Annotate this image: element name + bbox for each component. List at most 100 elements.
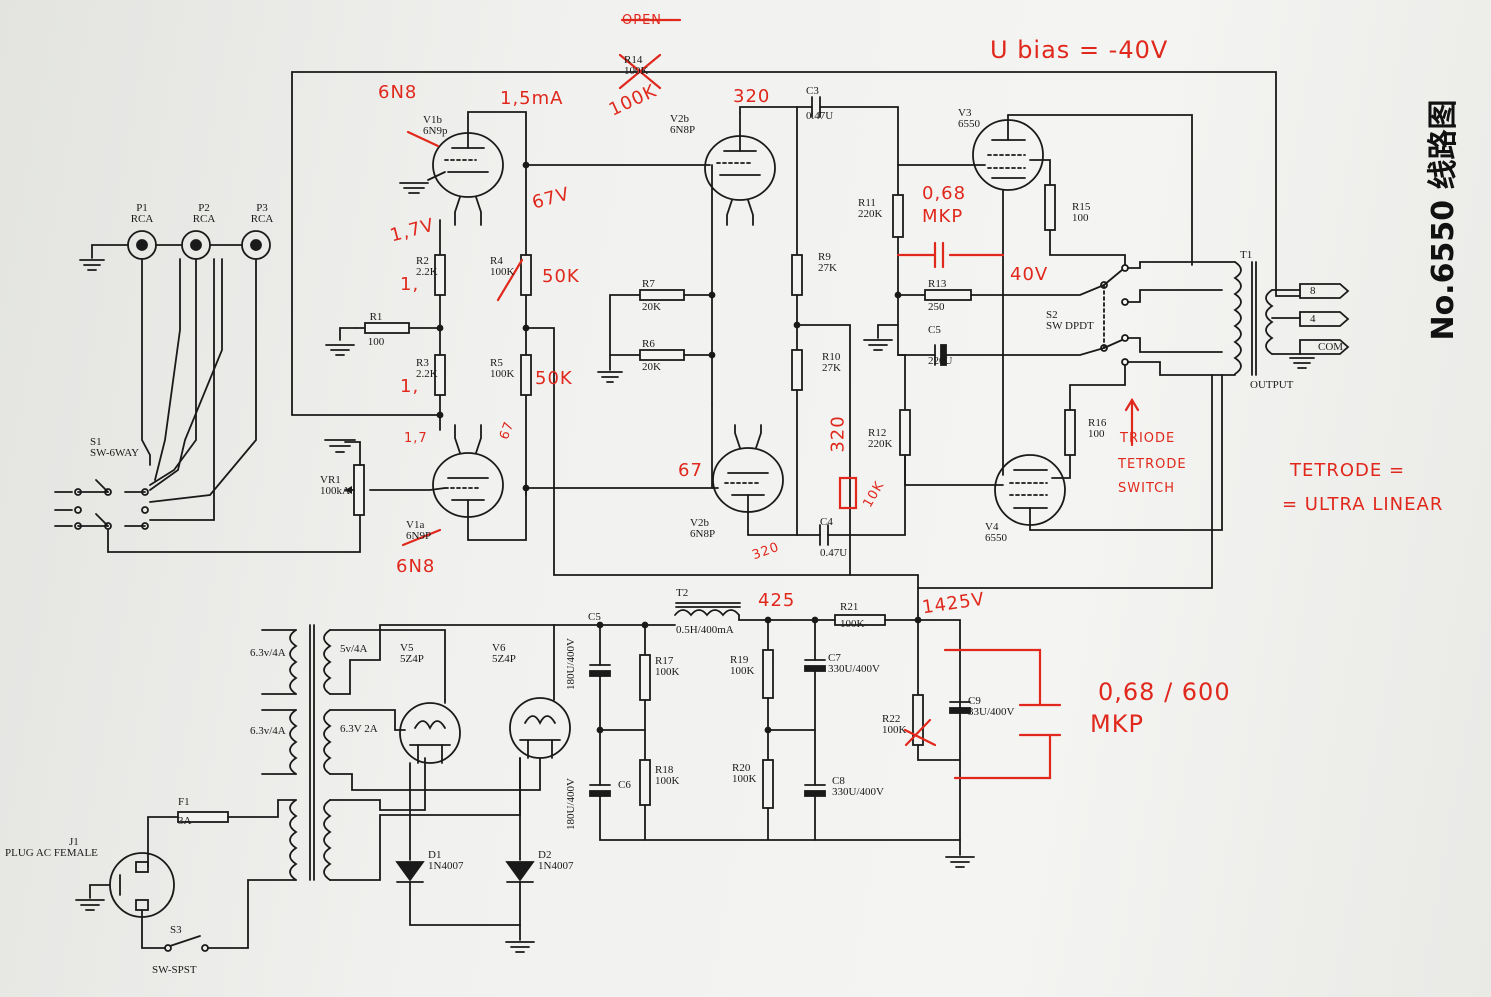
diode-d2	[505, 861, 535, 883]
note-cap-value: 0,68 / 600	[1098, 678, 1231, 706]
ground-symbol-output	[1289, 357, 1315, 369]
ground-symbol-supply	[945, 856, 975, 868]
note-1-7: 1,7	[404, 431, 428, 446]
capacitor-c9	[949, 701, 971, 714]
resistor-r12	[899, 409, 911, 456]
note-current: 1,5mA	[500, 88, 564, 109]
label-t2: T2	[676, 587, 689, 599]
note-mkp-small: MKP	[922, 206, 964, 227]
note-0-68: 0,68	[922, 183, 967, 204]
capacitor-c8	[804, 784, 826, 797]
note-40v: 40V	[1010, 264, 1049, 285]
rca-jack-p1	[127, 230, 157, 260]
resistor-r11	[892, 194, 904, 238]
tube-v4	[994, 454, 1066, 531]
ground-symbol-v1b	[399, 182, 429, 194]
note-425: 425	[758, 590, 796, 611]
note-r3-1: 1,	[400, 376, 420, 397]
note-6n8-top: 6N8	[378, 82, 418, 103]
note-320-mid: 320	[827, 415, 849, 453]
resistor-r5	[520, 354, 532, 396]
selector-switch-s1	[54, 479, 149, 530]
note-tetrode-eq: TETRODE =	[1290, 460, 1406, 481]
transformer-mains	[289, 624, 332, 881]
rca-jack-p3	[241, 230, 271, 260]
note-ultra-linear: = ULTRA LINEAR	[1282, 494, 1444, 515]
note-ubias: U bias = -40V	[990, 36, 1169, 64]
note-open: OPEN	[622, 13, 663, 28]
tube-v1b	[432, 117, 504, 226]
rca-jack-p2	[181, 230, 211, 260]
label-tap-4: 4	[1310, 313, 1316, 325]
label-t1: T1	[1240, 249, 1253, 261]
resistor-r4	[520, 254, 532, 296]
switch-s2	[1100, 264, 1129, 366]
label-heater-1: 6.3v/4A	[250, 647, 286, 659]
note-switch: SWITCH	[1118, 481, 1175, 496]
ground-symbol-c5	[863, 339, 893, 351]
label-heater-2: 6.3v/4A	[250, 725, 286, 737]
note-320-top: 320	[733, 86, 771, 107]
tube-v3	[972, 114, 1044, 191]
label-c6-rating: 180U/400V	[565, 778, 577, 830]
resistor-r18	[639, 759, 651, 806]
resistor-r17	[639, 654, 651, 701]
capacitor-c7	[804, 659, 826, 672]
tube-v1a	[432, 424, 504, 541]
note-mkp-big: MKP	[1090, 710, 1144, 738]
label-s3-type: SW-SPST	[152, 964, 197, 976]
label-s3: S3	[170, 924, 182, 936]
resistor-r10	[791, 349, 803, 391]
label-5v: 5v/4A	[340, 643, 368, 655]
note-triode: TRIODE	[1120, 431, 1176, 446]
output-tap-4	[1299, 311, 1350, 327]
rectifier-v5	[399, 702, 461, 764]
note-r2-1: 1,	[400, 274, 420, 295]
note-50k-a: 50K	[542, 266, 580, 287]
output-tap-com	[1299, 339, 1350, 355]
resistor-r16	[1064, 409, 1076, 456]
ground-symbol-r6	[597, 371, 623, 383]
ground-symbol-input	[79, 259, 105, 271]
output-tap-8	[1299, 283, 1350, 299]
ground-symbol-diodes	[505, 941, 535, 953]
ground-symbol-mains	[75, 899, 105, 911]
capacitor-c5-filter	[589, 664, 611, 677]
capacitor-c6	[589, 784, 611, 797]
resistor-r15	[1044, 184, 1056, 231]
note-tetrode: TETRODE	[1118, 457, 1187, 472]
label-tap-8: 8	[1310, 285, 1316, 297]
